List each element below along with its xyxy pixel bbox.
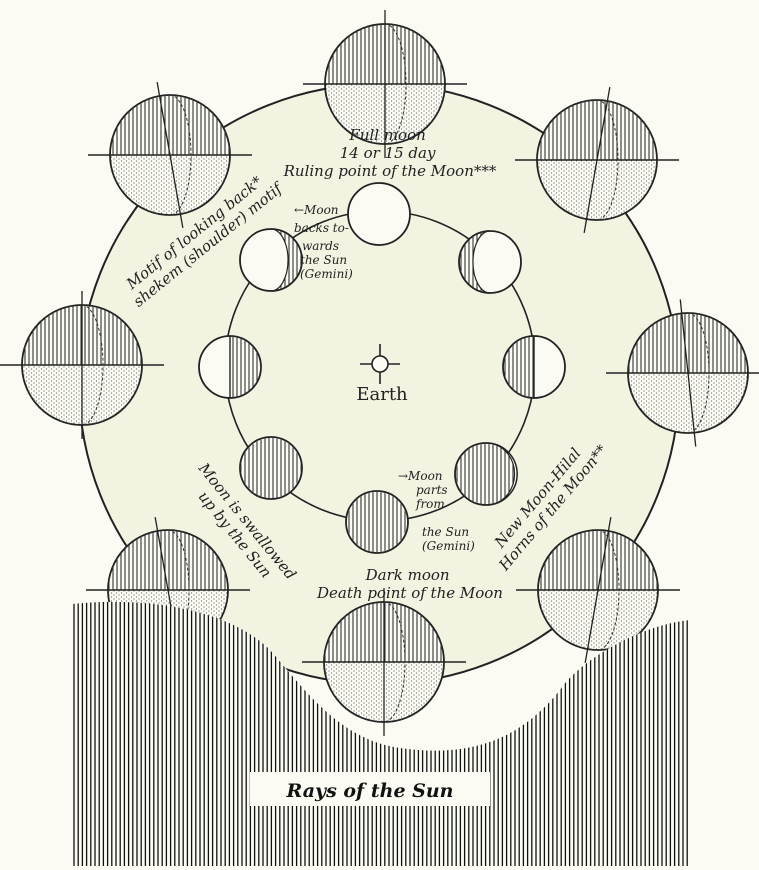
inner-moon-first-quarter — [199, 336, 261, 398]
full-moon-line-2: 14 or 15 day — [340, 144, 436, 162]
rays-label: Rays of the Sun — [286, 780, 454, 802]
full-moon-line-3: Ruling point of the Moon*** — [283, 162, 497, 180]
moon-parts-line-4: the Sun — [422, 525, 469, 539]
full-moon-line-1: Full moon — [348, 126, 425, 144]
inner-moon-waning-gibbous — [459, 231, 521, 293]
moon-backs-line-1: ←Moon — [294, 203, 339, 217]
inner-moon-full — [348, 183, 410, 245]
moon-parts-line-1: →Moon — [398, 469, 443, 483]
dark-moon-line-1: Dark moon — [365, 566, 450, 584]
moon-parts-line-3: from — [415, 497, 445, 511]
inner-moon-waning-crescent — [455, 443, 517, 505]
moon-backs-line-4: the Sun — [300, 253, 347, 267]
moon-backs-line-2: backs to- — [294, 221, 349, 235]
dark-moon-line-2: Death point of the Moon — [316, 584, 503, 602]
inner-moon-waxing-gibbous — [240, 229, 302, 291]
moon-backs-line-3: wards — [302, 239, 339, 253]
inner-moon-last-quarter — [503, 336, 565, 398]
inner-moon-new — [346, 491, 408, 553]
moon-parts-line-5: (Gemini) — [422, 539, 475, 553]
inner-moon-new-after — [240, 437, 302, 499]
earth-label: Earth — [356, 384, 408, 405]
moon-parts-line-2: parts — [416, 483, 448, 497]
moon-backs-line-5: (Gemini) — [300, 267, 353, 281]
